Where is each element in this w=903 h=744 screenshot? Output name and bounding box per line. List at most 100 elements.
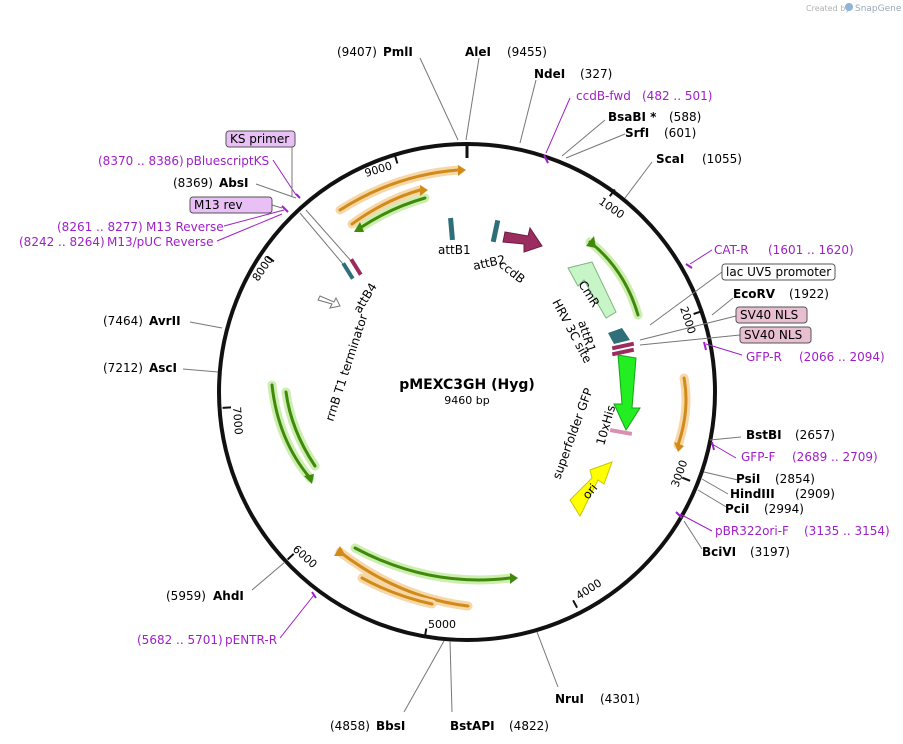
site-avrii-pos: (7464) <box>103 314 143 328</box>
ks-primer-label: KS primer <box>230 132 289 146</box>
site-pcii-pos: (2994) <box>764 502 804 516</box>
lac-uv5-box[interactable]: lac UV5 promoter <box>721 263 836 281</box>
primer-m13puc-reverse-range: (8242 .. 8264) <box>19 235 105 249</box>
primer-pbr322ori-f-range: (3135 .. 3154) <box>804 524 890 538</box>
site-avrii[interactable]: AvrII <box>149 314 181 328</box>
primer-labels: ccdB-fwd (482 .. 501) CAT-R (1601 .. 162… <box>19 89 890 647</box>
site-nrui-pos: (4301) <box>600 692 640 706</box>
attb1-feature[interactable] <box>448 217 455 241</box>
tick-label-5000: 5000 <box>428 618 456 631</box>
site-bstbi[interactable]: BstBI <box>746 428 782 442</box>
site-asci[interactable]: AscI <box>149 361 177 375</box>
site-leader-lines <box>182 57 742 713</box>
site-psii[interactable]: PsiI <box>736 472 760 486</box>
primer-marks <box>281 154 715 599</box>
primer-m13-reverse[interactable]: M13 Reverse <box>146 220 224 234</box>
cmr-feature[interactable] <box>567 261 617 319</box>
site-bsabi-pos: (588) <box>669 110 701 124</box>
credit-brand: SnapGene <box>855 4 902 14</box>
m13-rev-label: M13 rev <box>194 198 243 212</box>
primer-pbr322ori-f[interactable]: pBR322ori-F <box>715 524 789 538</box>
site-bstapi[interactable]: BstAPI <box>450 719 495 733</box>
site-srfi[interactable]: SrfI <box>625 126 649 140</box>
site-bstbi-pos: (2657) <box>795 428 835 442</box>
primer-cat-r-range: (1601 .. 1620) <box>768 243 854 257</box>
primer-pentr-r[interactable]: pENTR-R <box>225 633 277 647</box>
site-ahdi-pos: (5959) <box>166 589 206 603</box>
site-scai[interactable]: ScaI <box>656 152 684 166</box>
his-tag-feature[interactable] <box>609 428 633 436</box>
site-srfi-pos: (601) <box>664 126 696 140</box>
plasmid-size: 9460 bp <box>444 394 489 407</box>
lac-uv5-label: lac UV5 promoter <box>726 265 831 279</box>
tick-label-4000: 4000 <box>574 576 605 602</box>
site-pmli[interactable]: PmlI <box>383 45 413 59</box>
site-bcivi[interactable]: BciVI <box>702 545 736 559</box>
site-ecorv-pos: (1922) <box>789 287 829 301</box>
primer-m13-reverse-range: (8261 .. 8277) <box>57 220 143 234</box>
primer-pbluescriptks[interactable]: pBluescriptKS <box>186 154 269 168</box>
attb4-mark <box>349 258 363 276</box>
site-pcii[interactable]: PciI <box>725 502 750 516</box>
tick-label-2000: 2000 <box>677 305 698 336</box>
site-nrui[interactable]: NruI <box>555 692 584 706</box>
site-absi[interactable]: AbsI <box>219 176 248 190</box>
restriction-sites: (9407) PmlI AleI (9455) NdeI (327) BsaBI… <box>103 45 835 733</box>
site-bcivi-pos: (3197) <box>750 545 790 559</box>
primer-gfp-f[interactable]: GFP-F <box>741 450 776 464</box>
site-hindiii-pos: (2909) <box>795 487 835 501</box>
site-scai-pos: (1055) <box>702 152 742 166</box>
ks-primer-box[interactable]: KS primer <box>225 130 296 148</box>
box-leader-lines <box>271 146 741 346</box>
primer-m13puc-reverse[interactable]: M13/pUC Reverse <box>107 235 214 249</box>
site-hindiii[interactable]: HindIII <box>730 487 775 501</box>
primer-pentr-r-range: (5682 .. 5701) <box>137 633 223 647</box>
site-bbsi[interactable]: BbsI <box>376 719 405 733</box>
site-alei-pos: (9455) <box>507 45 547 59</box>
site-alei[interactable]: AleI <box>465 45 491 59</box>
rrnb-label: rrnB T1 terminator <box>323 312 371 423</box>
sv40-nls-label-1: SV40 NLS <box>740 308 798 322</box>
feature-arc-heads <box>304 165 684 584</box>
site-bbsi-pos: (4858) <box>330 719 370 733</box>
site-ndei[interactable]: NdeI <box>534 67 565 81</box>
site-ecorv[interactable]: EcoRV <box>733 287 776 301</box>
primer-ccdb-fwd-range: (482 .. 501) <box>642 89 712 103</box>
attb2-label: attB2 <box>472 252 507 272</box>
rrnb-feature[interactable] <box>317 295 341 309</box>
primer-gfp-r[interactable]: GFP-R <box>746 350 782 364</box>
tick-label-7000: 7000 <box>230 406 245 435</box>
site-ahdi[interactable]: AhdI <box>213 589 244 603</box>
site-bstapi-pos: (4822) <box>509 719 549 733</box>
site-bsabi[interactable]: BsaBI * <box>608 110 657 124</box>
sv40-nls-box-1[interactable]: SV40 NLS <box>735 306 808 324</box>
ccdb-label: ccdB <box>496 257 528 286</box>
sv40-nls-mark-1 <box>611 341 635 351</box>
site-pmli-pos: (9407) <box>337 45 377 59</box>
m13-rev-box[interactable]: M13 rev <box>189 196 273 214</box>
attr1-feature[interactable] <box>608 328 630 344</box>
sfgfp-feature[interactable] <box>613 354 641 432</box>
primer-pbluescriptks-range: (8370 .. 8386) <box>98 154 184 168</box>
his-label: 10xHis <box>593 404 618 447</box>
sv40-nls-box-2[interactable]: SV40 NLS <box>739 326 812 344</box>
ori-feature[interactable] <box>569 461 613 518</box>
site-ndei-pos: (327) <box>580 67 612 81</box>
tick-label-9000: 9000 <box>363 159 394 180</box>
primer-cat-r[interactable]: CAT-R <box>714 243 749 257</box>
credit-text: Created by <box>806 4 850 13</box>
attb4-feature[interactable] <box>341 262 355 280</box>
feature-arcs <box>267 165 691 611</box>
primer-gfp-r-range: (2066 .. 2094) <box>799 350 885 364</box>
site-asci-pos: (7212) <box>103 361 143 375</box>
tick-marks <box>222 155 702 637</box>
primer-gfp-f-range: (2689 .. 2709) <box>792 450 878 464</box>
attb1-label: attB1 <box>438 243 471 257</box>
attb2-feature[interactable] <box>490 219 501 243</box>
primer-ccdb-fwd[interactable]: ccdB-fwd <box>576 89 631 103</box>
sv40-nls-mark-2 <box>611 347 635 357</box>
ccdb-feature[interactable] <box>502 226 543 253</box>
primer-leader-lines <box>216 97 743 639</box>
